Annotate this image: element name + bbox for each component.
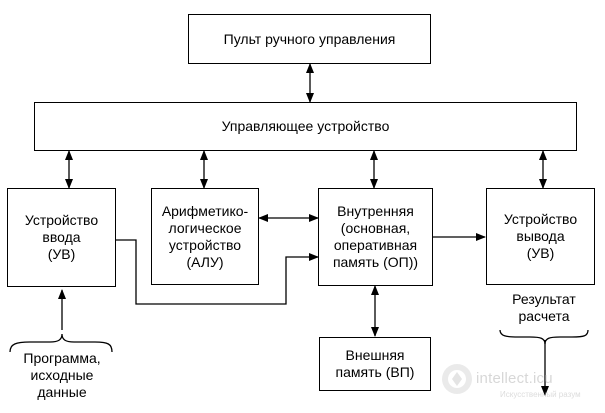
brace-result	[499, 329, 589, 345]
output-device-label: Устройство вывода (УВ)	[503, 211, 578, 261]
watermark-logo: intellect.icu Искусственный разум	[440, 362, 600, 400]
external-memory-box: Внешняя память (ВП)	[319, 337, 431, 391]
external-memory-label: Внешняя память (ВП)	[335, 347, 415, 380]
result-label: Результат расчета	[512, 291, 576, 324]
alu-box: Арифметико- логическое устройство (АЛУ)	[151, 188, 259, 285]
main-memory-box: Внутренняя (основная, оперативная память…	[318, 188, 433, 286]
input-device-box: Устройство ввода (УВ)	[7, 188, 116, 287]
program-input-label: Программа, исходные данные	[23, 350, 101, 400]
brain-icon	[442, 364, 472, 394]
control-panel-box: Пульт ручного управления	[188, 14, 431, 64]
alu-label: Арифметико- логическое устройство (АЛУ)	[161, 202, 249, 270]
control-unit-label: Управляющее устройство	[221, 118, 390, 134]
watermark-subtext: Искусственный разум	[500, 390, 581, 399]
watermark-text: intellect.icu	[476, 370, 553, 387]
brace-program	[9, 333, 113, 353]
control-panel-label: Пульт ручного управления	[223, 30, 396, 47]
output-device-box: Устройство вывода (УВ)	[486, 188, 595, 285]
arrow-input-memory	[116, 239, 319, 305]
main-memory-label: Внутренняя (основная, оперативная память…	[332, 203, 419, 270]
input-device-label: Устройство ввода (УВ)	[24, 212, 99, 262]
control-unit-box: Управляющее устройство	[34, 102, 577, 151]
